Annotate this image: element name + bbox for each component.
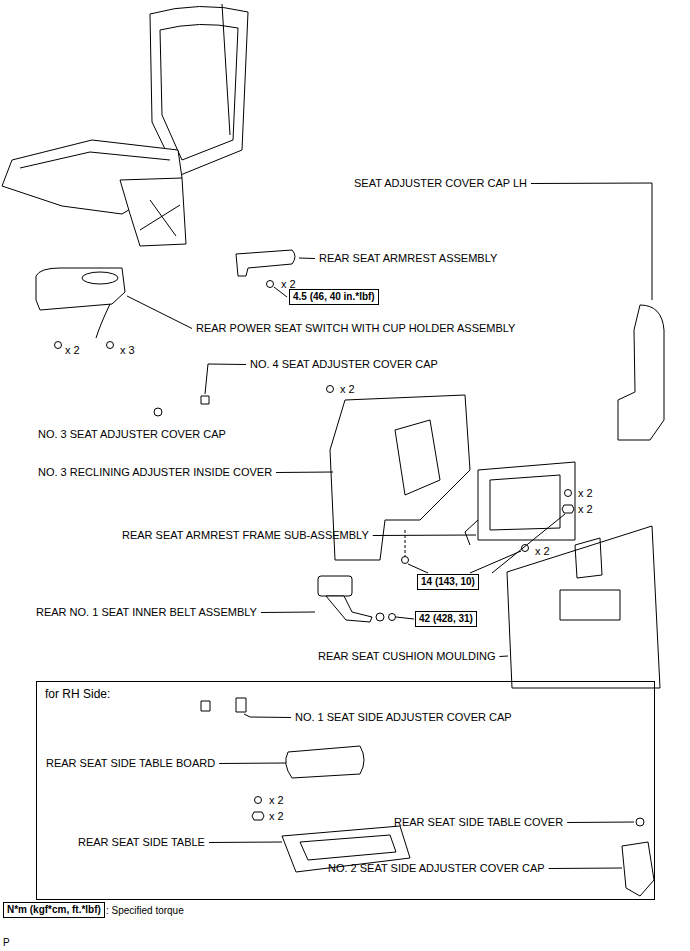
- part-name: REAR SEAT SIDE TABLE COVER: [394, 816, 563, 829]
- quantity-mark: x 2: [65, 344, 80, 357]
- side-cap-symbol: [236, 698, 246, 712]
- leader-line: [299, 258, 315, 260]
- torque-value: 14 (143, 10): [421, 576, 475, 588]
- table-board-drawing: [286, 746, 364, 778]
- cover-cap-symbol: [154, 408, 162, 416]
- part-name: NO. 3 SEAT ADJUSTER COVER CAP: [38, 428, 226, 441]
- leader-line: [261, 612, 315, 614]
- armrest-drawing: [236, 250, 295, 276]
- legend-note: : Specified torque: [106, 904, 184, 917]
- part-name: REAR NO. 1 SEAT INNER BELT ASSEMBLY: [36, 606, 257, 619]
- leader-line: [549, 868, 622, 870]
- quantity-mark: x 2: [269, 794, 284, 807]
- part-name: REAR POWER SEAT SWITCH WITH CUP HOLDER A…: [196, 322, 515, 335]
- switch-drawing: [36, 268, 125, 338]
- part-name: NO. 4 SEAT ADJUSTER COVER CAP: [250, 358, 438, 371]
- quantity-mark: x 2: [535, 545, 550, 558]
- leader-line: [373, 535, 476, 537]
- leader-line: [209, 842, 282, 844]
- part-name: REAR SEAT SIDE TABLE: [78, 836, 205, 849]
- quantity-mark: x 2: [340, 383, 355, 396]
- quantity-mark: x 2: [269, 810, 284, 823]
- cover-cap-symbol: [201, 396, 209, 404]
- part-name: NO. 3 RECLINING ADJUSTER INSIDE COVER: [38, 466, 272, 479]
- torque-leader-lines: [274, 287, 565, 619]
- quantity-mark: x 3: [120, 344, 135, 357]
- fastener-symbols: [55, 281, 645, 827]
- side-cap-drawing: [622, 842, 654, 896]
- region-heading: for RH Side:: [45, 687, 646, 701]
- torque-legend-box: N*m (kgf*cm, ft.*lbf): [3, 902, 105, 918]
- part-name: NO. 2 SEAT SIDE ADJUSTER COVER CAP: [328, 862, 545, 875]
- moulding-drawing: [507, 526, 660, 688]
- torque-value: 4.5 (46, 40 in.*lbf): [293, 291, 375, 303]
- leader-line: [219, 763, 286, 765]
- part-name: REAR SEAT CUSHION MOULDING: [318, 650, 495, 663]
- leader-line: [244, 714, 291, 718]
- leader-line: [567, 822, 634, 824]
- part-name: NO. 1 SEAT SIDE ADJUSTER COVER CAP: [295, 711, 512, 724]
- frame-drawing: [465, 462, 575, 545]
- quantity-mark: x 2: [578, 503, 593, 516]
- part-name: SEAT ADJUSTER COVER CAP LH: [354, 177, 527, 190]
- leader-line: [531, 183, 652, 300]
- torque-value: 42 (428, 31): [419, 613, 473, 625]
- page-code: P: [3, 936, 10, 949]
- leader-line: [276, 472, 333, 474]
- leader-line: [205, 364, 246, 394]
- torque-value-box: 4.5 (46, 40 in.*lbf): [289, 289, 379, 305]
- leader-line: [499, 656, 508, 658]
- torque-value: N*m (kgf*cm, ft.*lbf): [7, 904, 101, 916]
- torque-value-box: 42 (428, 31): [415, 611, 477, 627]
- part-name: REAR SEAT ARMREST ASSEMBLY: [319, 252, 497, 265]
- cover-cap-drawing: [618, 305, 664, 440]
- quantity-mark: x 2: [578, 487, 593, 500]
- side-cap-symbol: [201, 701, 210, 711]
- seat-drawing: [2, 4, 248, 246]
- leader-line: [127, 296, 192, 329]
- quantity-mark: x 2: [281, 278, 296, 291]
- torque-value-box: 14 (143, 10): [417, 574, 479, 590]
- part-name: REAR SEAT ARMREST FRAME SUB-ASSEMBLY: [122, 529, 369, 542]
- buckle-drawing: [318, 576, 372, 622]
- part-name: REAR SEAT SIDE TABLE BOARD: [46, 757, 215, 770]
